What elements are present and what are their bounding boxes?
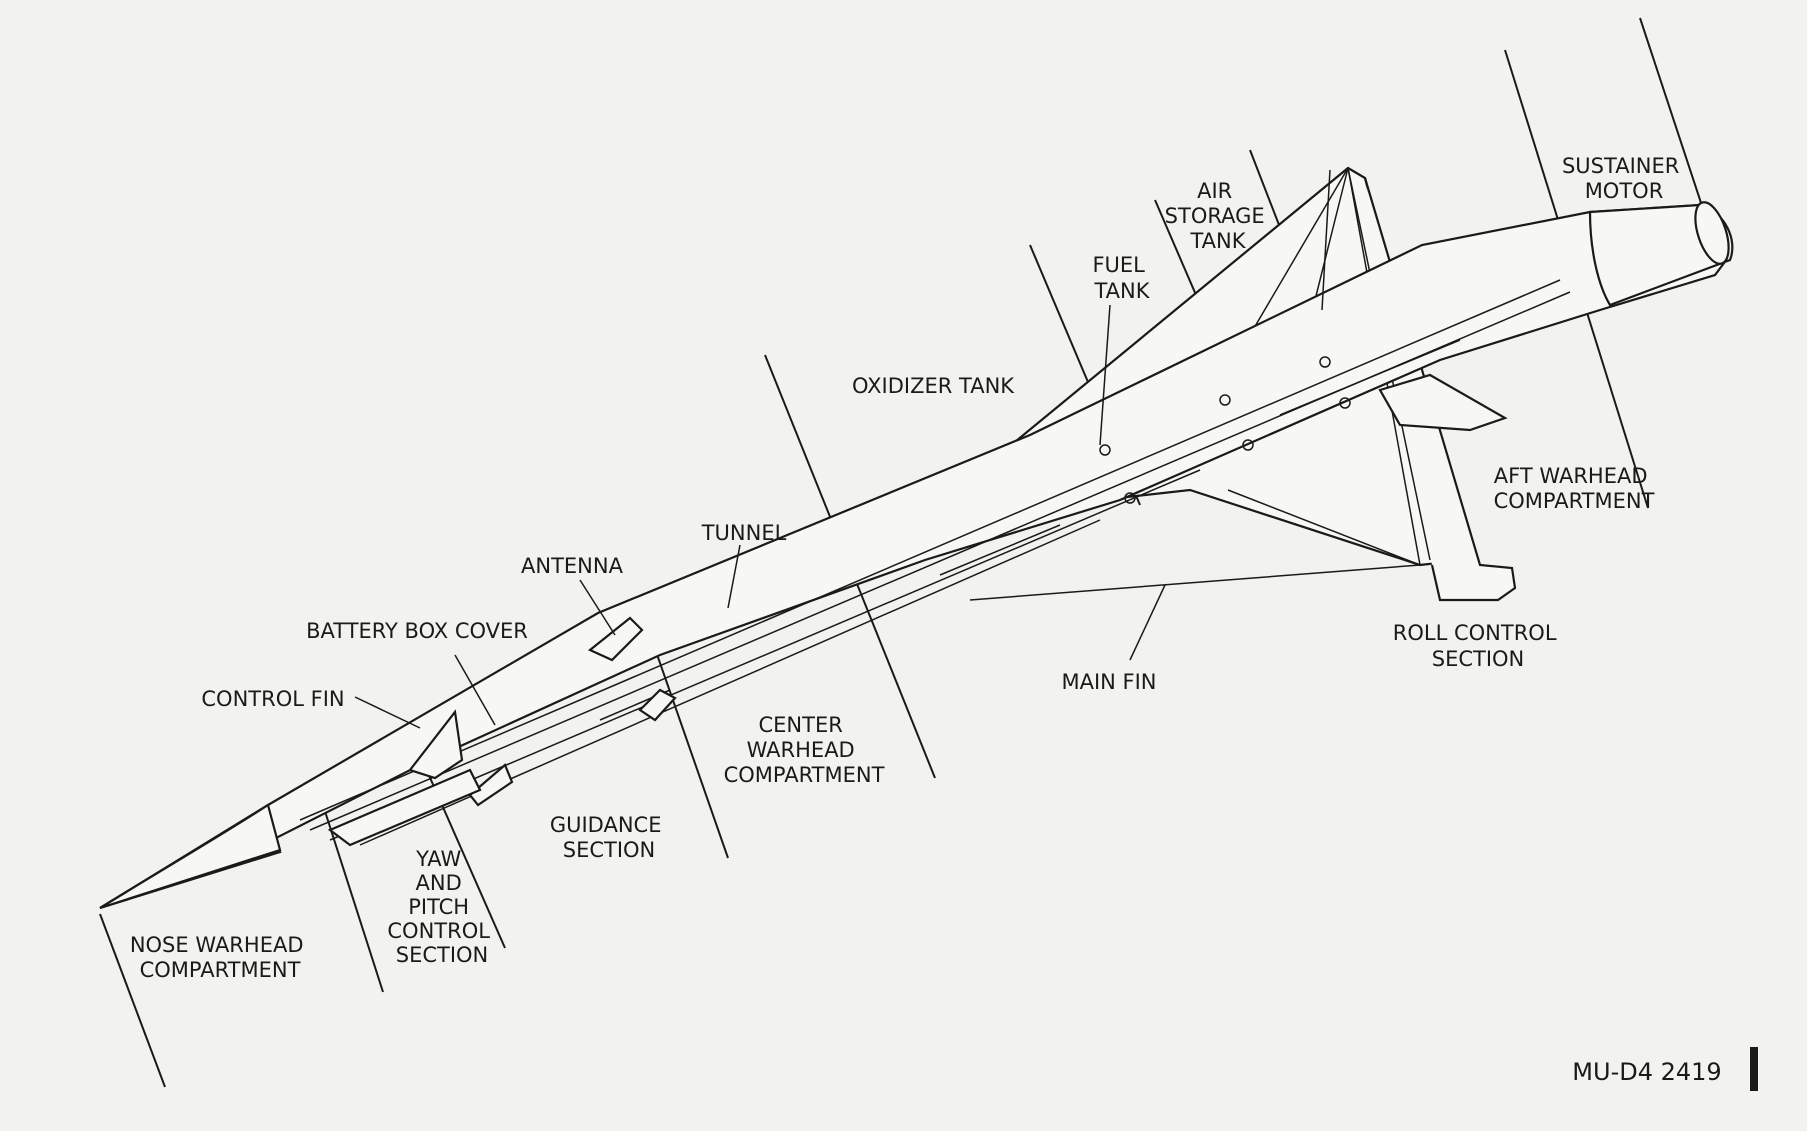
figure-id: MU-D4 2419 (1572, 1058, 1721, 1086)
wing-root-tab (1363, 177, 1517, 602)
leader-battery (454, 654, 496, 726)
leader-lines (354, 169, 1331, 729)
divider-sustainer-right (1639, 17, 1707, 219)
bolt-3 (1219, 394, 1231, 406)
label-main-fin: MAIN FIN (1061, 670, 1156, 694)
label-guidance: GUIDANCE SECTION (550, 813, 668, 862)
label-oxidizer-tank: OXIDIZER TANK (852, 374, 1015, 398)
label-air-storage-tank: AIR STORAGE TANK (1165, 179, 1272, 253)
main-fin-lower-edge (969, 564, 1421, 601)
divider-nose (321, 801, 384, 993)
nose-cone (99, 803, 282, 910)
nozzle-rim (1694, 201, 1730, 265)
label-sustainer-motor: SUSTAINER MOTOR (1562, 154, 1686, 203)
antenna-shape (587, 616, 644, 662)
leader-tunnel (727, 544, 741, 609)
label-control-fin: CONTROL FIN (201, 687, 344, 711)
lower-antenna-shape (638, 688, 677, 722)
figure-id-bar (1750, 1047, 1758, 1091)
leader-antenna (579, 579, 616, 636)
control-fin-shape (408, 709, 464, 780)
label-tunnel: TUNNEL (701, 521, 787, 545)
bolt-1 (1099, 444, 1111, 456)
label-battery-box-cover: BATTERY BOX COVER (306, 619, 528, 643)
bolt-4 (1242, 439, 1254, 451)
label-roll-control: ROLL CONTROL SECTION (1393, 621, 1563, 671)
strut-2 (939, 524, 1061, 576)
tunnel-line-upper (299, 279, 1561, 821)
label-antenna: ANTENNA (521, 554, 624, 578)
label-nose-warhead: NOSE WARHEAD COMPARTMENT (130, 933, 310, 982)
battery-box-cover-shape (468, 763, 514, 807)
label-fuel-tank: FUEL TANK (1092, 253, 1151, 303)
leader-air-storage (1321, 169, 1331, 311)
labels: SUSTAINER MOTOR AIR STORAGE TANK FUEL TA… (130, 154, 1722, 1086)
leader-main-fin (1129, 584, 1166, 661)
aft-fin (1378, 373, 1508, 432)
strut-3 (1279, 339, 1461, 416)
label-center-warhead: CENTER WARHEAD COMPARTMENT (724, 713, 885, 787)
divider-nose-tip (99, 913, 166, 1088)
bolt-2 (1124, 492, 1136, 504)
bolt-5 (1319, 356, 1331, 368)
fuselage (99, 201, 1734, 910)
aft-fin-shape (1378, 373, 1508, 432)
label-aft-warhead: AFT WARHEAD COMPARTMENT (1494, 464, 1655, 513)
forward-fin-strake (327, 768, 482, 847)
leader-fuel (1099, 304, 1111, 446)
wing-rib (1227, 489, 1421, 566)
forward-appendages (327, 616, 677, 847)
label-yaw-pitch: YAW AND PITCH CONTROL SECTION (387, 847, 496, 967)
leader-control-fin (354, 696, 421, 729)
divider-guidance (644, 619, 729, 859)
bolt-6 (1339, 397, 1351, 409)
